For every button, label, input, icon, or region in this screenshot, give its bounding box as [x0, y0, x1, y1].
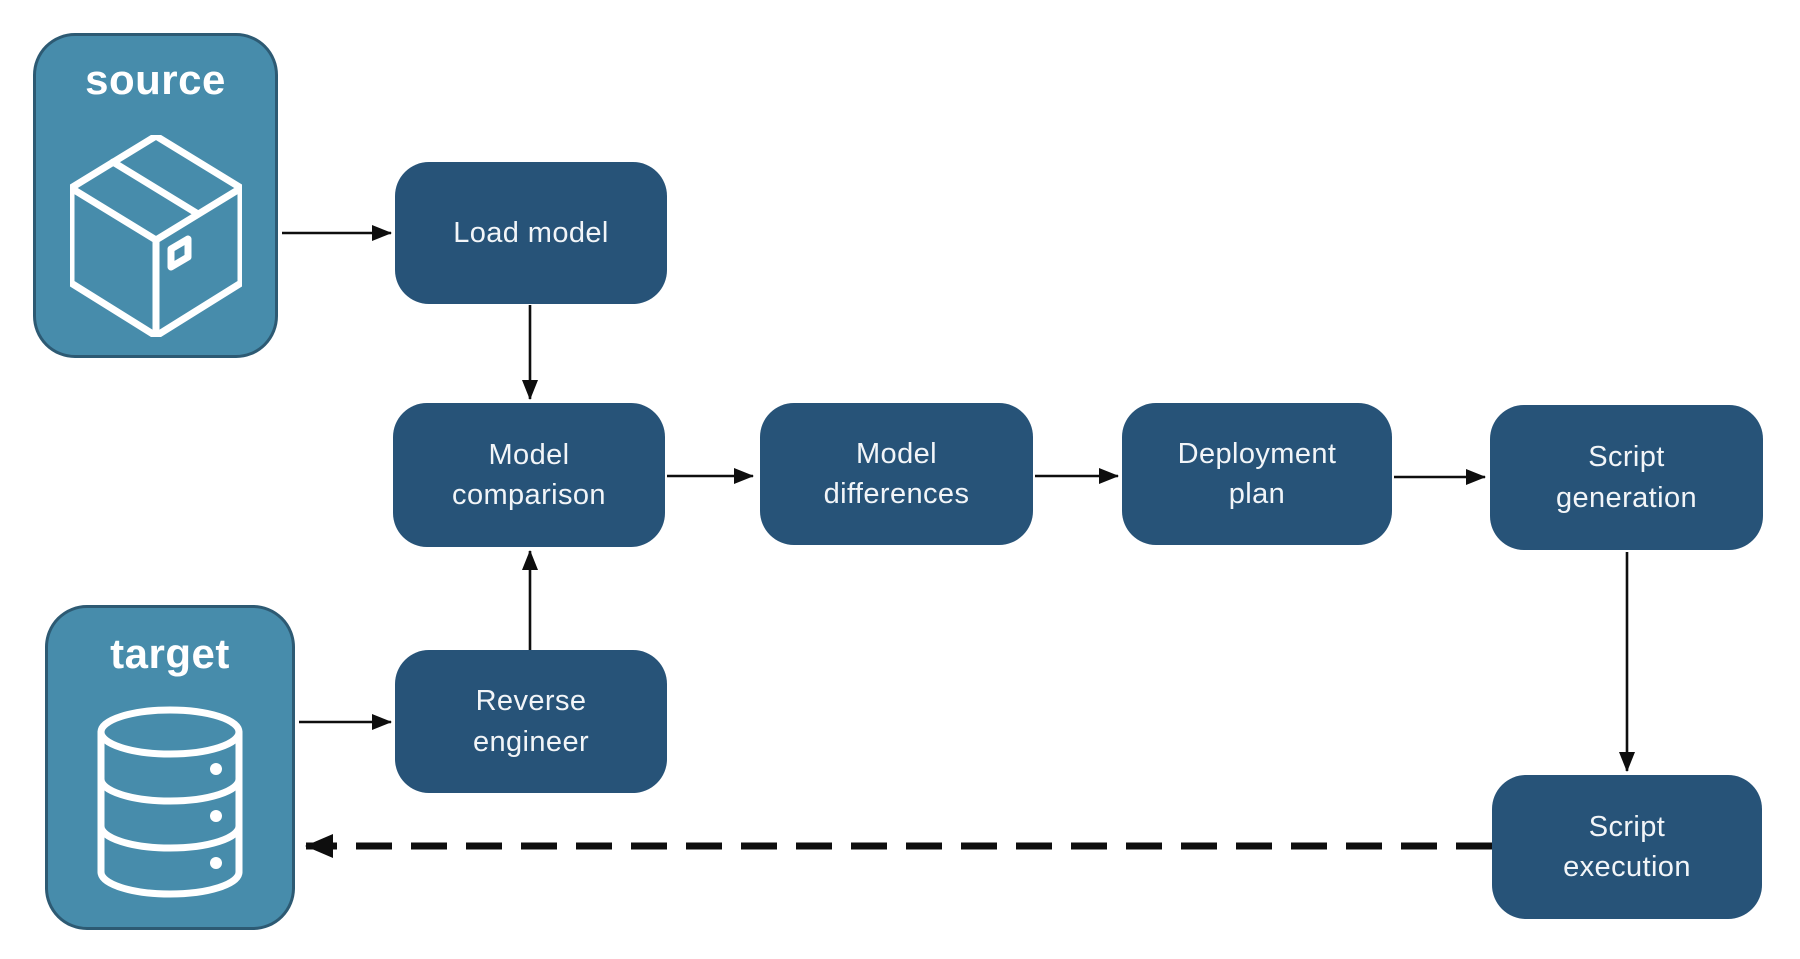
- database-icon: [96, 705, 244, 901]
- node-script-generation-label: Script generation: [1555, 441, 1698, 514]
- node-script-execution-label: Script execution: [1563, 810, 1691, 883]
- endpoint-source: source: [33, 33, 278, 358]
- node-model-comparison-label: Model comparison: [452, 438, 606, 511]
- node-script-execution: Script execution: [1492, 775, 1762, 919]
- node-load-model-label: Load model: [453, 216, 609, 249]
- node-reverse-engineer: Reverse engineer: [395, 650, 667, 793]
- node-deployment-plan: Deployment plan: [1122, 403, 1392, 545]
- target-label: target: [110, 630, 230, 677]
- node-model-comparison: Model comparison: [393, 403, 665, 547]
- node-load-model: Load model: [395, 162, 667, 304]
- node-deployment-plan-label: Deployment plan: [1177, 437, 1337, 510]
- node-model-differences: Model differences: [760, 403, 1033, 545]
- endpoint-target: target: [45, 605, 295, 930]
- source-label: source: [85, 56, 226, 103]
- node-reverse-engineer-label: Reverse engineer: [472, 685, 590, 758]
- node-model-differences-label: Model differences: [823, 437, 970, 510]
- node-script-generation: Script generation: [1490, 405, 1763, 550]
- package-icon: [69, 135, 242, 338]
